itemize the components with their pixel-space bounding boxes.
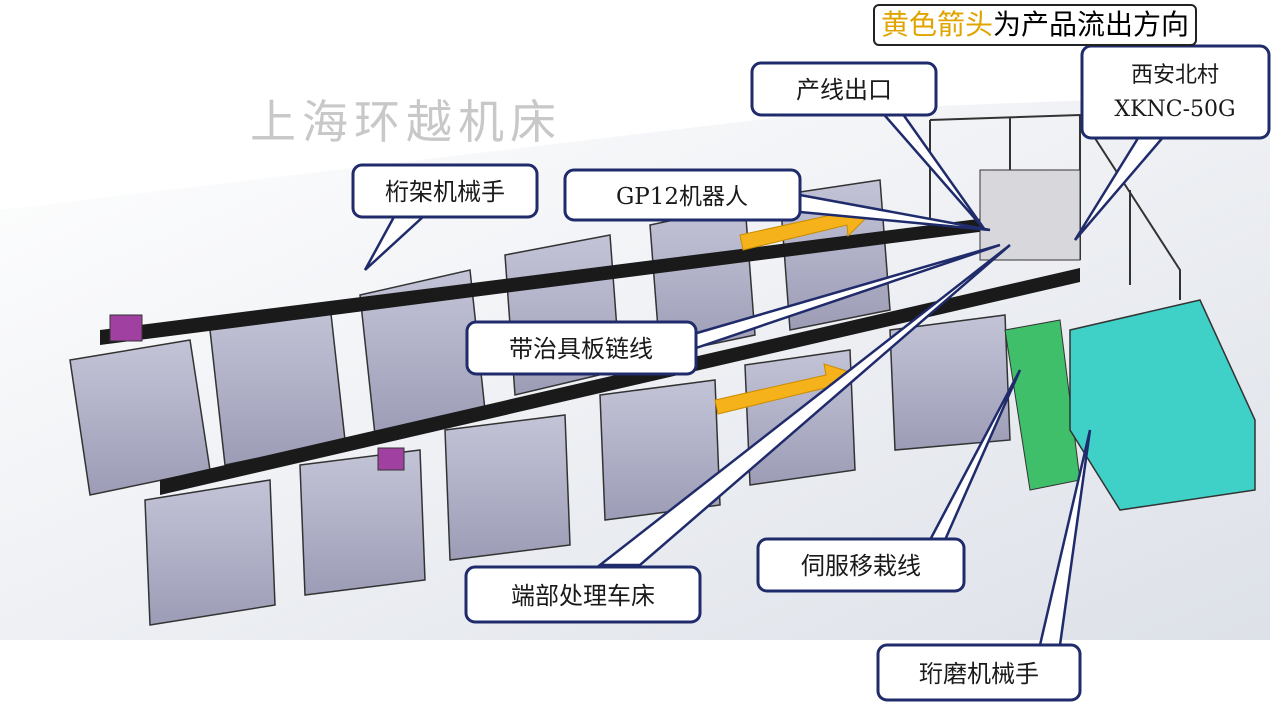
legend-box: 黄色箭头为产品流出方向 (873, 4, 1198, 46)
callout-exit: 产线出口 (750, 61, 938, 117)
callout-machine-line1: 西安北村 (1131, 63, 1219, 88)
callout-lathe-label: 端部处理车床 (511, 582, 655, 610)
callout-honing-label: 珩磨机械手 (919, 660, 1039, 688)
honing-machine (1069, 299, 1256, 511)
watermark-text: 上海环越机床 (250, 95, 562, 149)
callout-pointers (363, 108, 1168, 647)
callout-robot-label: GP12机器人 (616, 184, 748, 210)
callout-robot: GP12机器人 (563, 168, 802, 222)
gantry-rail-front (160, 268, 1080, 495)
callout-machine-line2: XKNC-50G (1114, 97, 1235, 122)
callout-gantry-label: 桁架机械手 (385, 178, 505, 206)
legend-highlight: 黄色箭头 (881, 8, 994, 41)
callout-chain: 带治具板链线 (465, 320, 698, 376)
callout-servo: 伺服移栽线 (756, 537, 966, 593)
callout-chain-label: 带治具板链线 (509, 335, 653, 363)
callout-servo-label: 伺服移栽线 (801, 552, 921, 580)
gantry-rail-back (100, 215, 1010, 345)
callout-exit-label: 产线出口 (796, 76, 892, 104)
callout-lathe: 端部处理车床 (464, 565, 702, 624)
legend-rest: 为产品流出方向 (993, 8, 1190, 41)
callout-honing: 珩磨机械手 (876, 643, 1082, 702)
gantry-robot-left (109, 314, 143, 342)
callout-machine: 西安北村 XKNC-50G (1080, 44, 1271, 140)
callout-gantry: 桁架机械手 (351, 163, 539, 219)
front-row-machines (144, 314, 1011, 626)
gantry-robot-mid (377, 447, 405, 471)
